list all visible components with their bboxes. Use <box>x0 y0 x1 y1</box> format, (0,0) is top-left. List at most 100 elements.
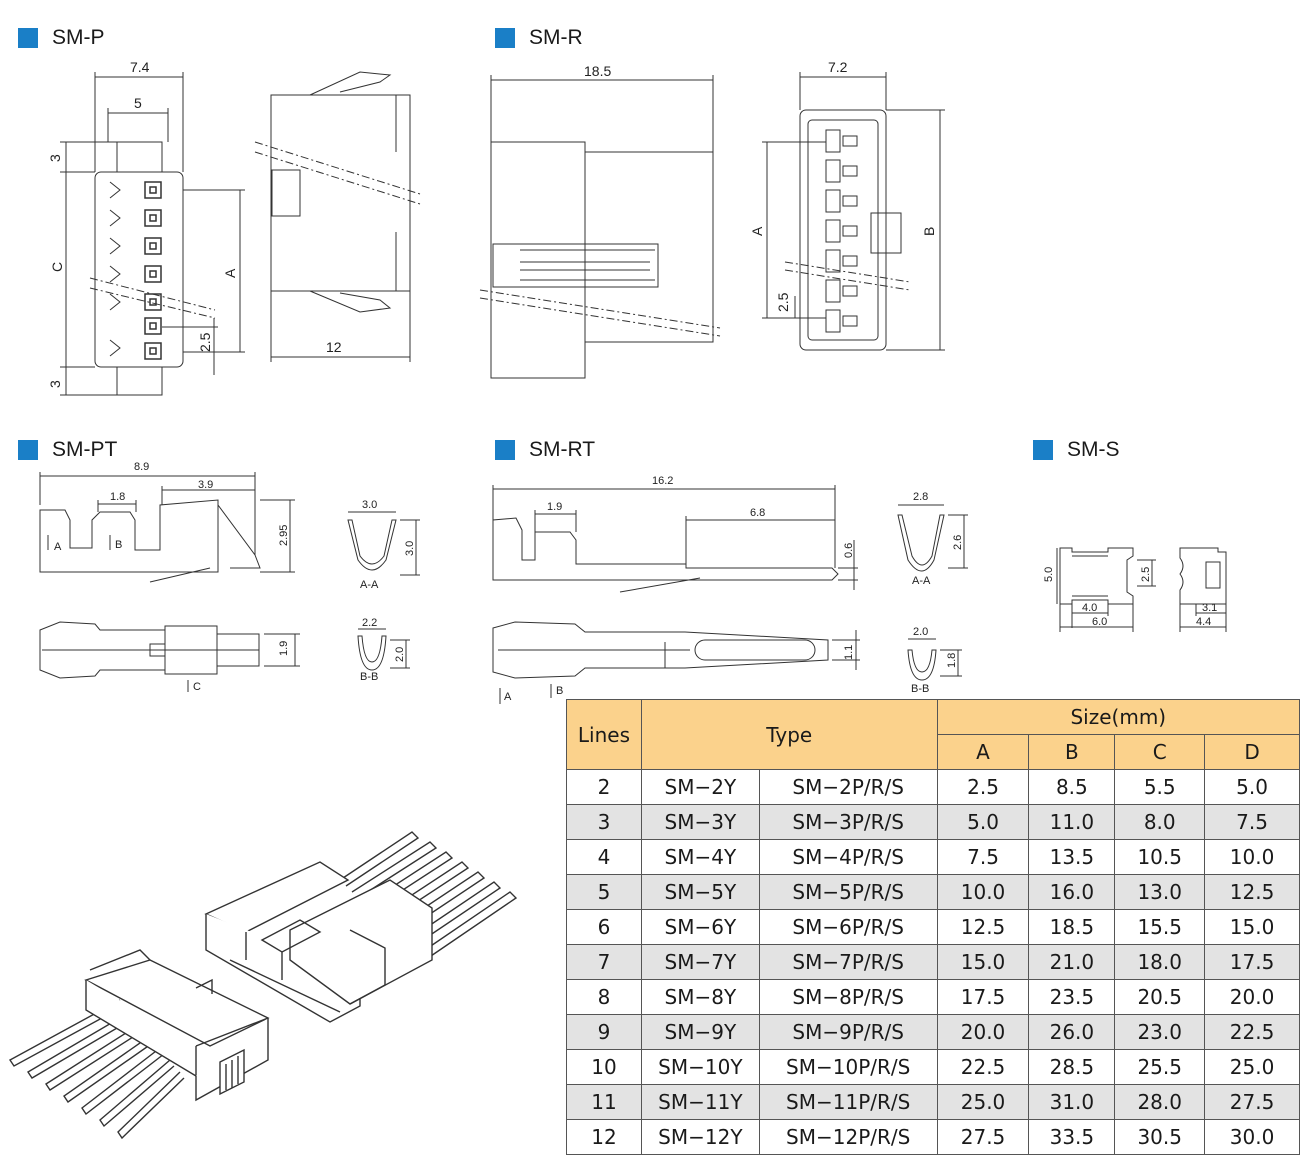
cell: 4 <box>566 839 642 875</box>
cell: 30.0 <box>1204 1119 1300 1155</box>
cell: SM−6Y <box>640 909 760 945</box>
cell: 8.5 <box>1028 769 1116 805</box>
cell: 20.0 <box>1204 979 1300 1015</box>
dim-label: 2.6 <box>952 535 964 550</box>
cell: SM−2Y <box>640 769 760 805</box>
header-lines: Lines <box>566 699 642 770</box>
square-bullet-icon <box>495 440 515 460</box>
dim-label: 3 <box>47 380 63 388</box>
section-sm-pt: SM-PT <box>18 438 117 462</box>
cell: 18.5 <box>1028 909 1116 945</box>
dim-label: 3.9 <box>198 479 213 491</box>
cell: 5 <box>566 874 642 910</box>
cell: 23.5 <box>1028 979 1116 1015</box>
cell: SM−8P/R/S <box>758 979 938 1015</box>
cell: 20.0 <box>936 1014 1030 1050</box>
section-title: SM-S <box>1067 438 1120 461</box>
sm-r-front-view <box>762 72 945 351</box>
header-c: C <box>1114 734 1206 770</box>
cell: 25.0 <box>1204 1049 1300 1085</box>
section-title: SM-R <box>529 26 583 49</box>
cell: 7.5 <box>936 839 1030 875</box>
cell: SM−8Y <box>640 979 760 1015</box>
cell: 12.5 <box>1204 874 1300 910</box>
dim-label: 2.0 <box>394 647 406 662</box>
cell: 12 <box>566 1119 642 1155</box>
dim-label: C <box>49 262 65 272</box>
cell: 33.5 <box>1028 1119 1116 1155</box>
sm-rt-terminal <box>492 485 968 704</box>
sm-p-front-view <box>60 72 245 396</box>
cell: 2.5 <box>936 769 1030 805</box>
cell: SM−9Y <box>640 1014 760 1050</box>
dim-label: 4.4 <box>1196 616 1211 628</box>
dim-label: 7.2 <box>828 59 848 75</box>
cell: 8 <box>566 979 642 1015</box>
cell: 22.5 <box>1204 1014 1300 1050</box>
cell: 25.5 <box>1114 1049 1206 1085</box>
header-size: Size(mm) <box>936 699 1301 735</box>
cell: SM−4P/R/S <box>758 839 938 875</box>
cell: 13.0 <box>1114 874 1206 910</box>
dim-label: 3.1 <box>1202 602 1217 614</box>
sm-pt-terminal <box>39 472 420 692</box>
section-title: SM-PT <box>52 438 118 461</box>
dimension-labels-small: 8.9 1.8 3.9 2.95 A B 3.0 3.0 A-A 1.9 C 2… <box>54 461 1217 703</box>
section-sm-s: SM-S <box>1033 438 1120 462</box>
cell: 15.0 <box>936 944 1030 980</box>
cell: 11.0 <box>1028 804 1116 840</box>
wires-left <box>8 999 185 1140</box>
cell: 7 <box>566 944 642 980</box>
section-title: SM-RT <box>529 438 596 461</box>
dim-label: C <box>193 681 201 693</box>
dim-label: 1.9 <box>278 641 290 656</box>
wires-right <box>339 831 518 959</box>
dim-label: B <box>556 685 563 697</box>
dim-label: 6.8 <box>750 507 765 519</box>
cell: 17.5 <box>1204 944 1300 980</box>
cell: 9 <box>566 1014 642 1050</box>
cell: 8.0 <box>1114 804 1206 840</box>
cell: 20.5 <box>1114 979 1206 1015</box>
cell: 2 <box>566 769 642 805</box>
section-sm-r: SM-R <box>495 26 583 50</box>
dim-label: A-A <box>360 579 379 591</box>
dim-label: 5 <box>134 95 142 111</box>
cell: 6 <box>566 909 642 945</box>
cell: SM−2P/R/S <box>758 769 938 805</box>
cell: SM−11P/R/S <box>758 1084 938 1120</box>
dim-label: A <box>504 691 512 703</box>
dim-label: 7.4 <box>130 59 150 75</box>
cell: 28.5 <box>1028 1049 1116 1085</box>
cell: 15.0 <box>1204 909 1300 945</box>
header-d: D <box>1204 734 1300 770</box>
dim-label: 1.1 <box>843 645 855 660</box>
dim-label: A <box>749 226 765 236</box>
cell: SM−6P/R/S <box>758 909 938 945</box>
cell: 25.0 <box>936 1084 1030 1120</box>
cell: 23.0 <box>1114 1014 1206 1050</box>
dim-label: 2.5 <box>197 332 213 352</box>
header-a: A <box>936 734 1030 770</box>
dim-label: B <box>921 227 937 236</box>
dim-label: 1.8 <box>110 491 125 503</box>
dim-label: 2.95 <box>278 525 290 546</box>
dim-label: 2.2 <box>362 617 377 629</box>
square-bullet-icon <box>18 440 38 460</box>
cell: 15.5 <box>1114 909 1206 945</box>
dim-label: A <box>54 541 62 553</box>
cell: 27.5 <box>936 1119 1030 1155</box>
cell: SM−9P/R/S <box>758 1014 938 1050</box>
cell: 11 <box>566 1084 642 1120</box>
dim-label: 8.9 <box>134 461 149 473</box>
cell: SM−10Y <box>640 1049 760 1085</box>
